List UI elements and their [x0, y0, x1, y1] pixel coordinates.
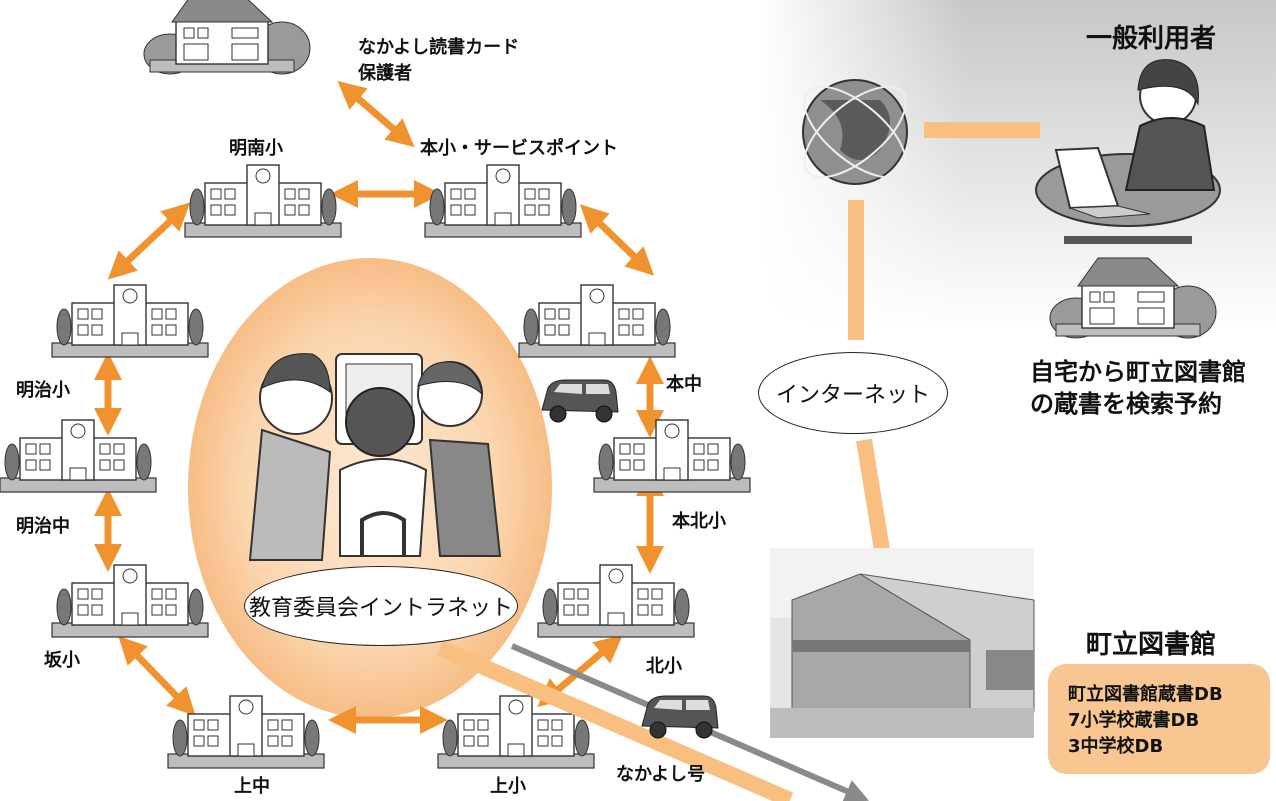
- intranet-oval: 教育委員会イントラネット: [244, 566, 518, 646]
- general-user-label: 一般利用者: [1086, 24, 1217, 54]
- school-label-meinan: 明南小: [229, 138, 283, 159]
- school-label-hon-service: 本小・サービスポイント: [420, 138, 618, 159]
- delivery-route: [436, 640, 794, 801]
- school-building-icon: [0, 419, 157, 493]
- school-building-icon: [167, 695, 325, 769]
- globe-icon: [802, 79, 908, 185]
- school-label-hon-chu: 本中: [666, 374, 702, 395]
- children-at-computer-icon: [248, 353, 502, 561]
- home-reader-label-line1: なかよし読書カード: [358, 37, 520, 58]
- school-label-saka: 坂小: [44, 650, 80, 671]
- library-db-box: [1048, 664, 1270, 774]
- school-building-icon: [424, 164, 582, 238]
- house-icon: [143, 0, 311, 75]
- home-search-line1: 自宅から町立図書館: [1030, 358, 1246, 386]
- library-photo: [770, 548, 1035, 738]
- van-icon: [641, 695, 719, 739]
- intranet-label: 教育委員会イントラネット: [248, 596, 513, 621]
- school-label-honkita: 本北小: [672, 511, 726, 532]
- school-building-icon: [593, 419, 751, 493]
- intranet-arrows: [94, 80, 664, 734]
- van-icon: [541, 379, 619, 423]
- school-building-icon: [537, 564, 695, 638]
- school-building-icon: [184, 164, 342, 238]
- library-db-line1: 町立図書館蔵書DB: [1068, 684, 1223, 705]
- library-db-line3: 3中学校DB: [1068, 736, 1164, 757]
- user-at-laptop-icon: [1035, 59, 1221, 244]
- library-db-line2: 7小学校蔵書DB: [1068, 710, 1200, 731]
- school-building-icon: [51, 564, 209, 638]
- school-label-meiji-sho: 明治小: [16, 380, 70, 401]
- school-label-meiji-chu: 明治中: [16, 516, 70, 537]
- internet-label: インターネット: [775, 383, 930, 408]
- school-building-icon: [51, 284, 209, 358]
- internet-connectors: [848, 122, 1040, 552]
- school-label-kami-chu: 上中: [234, 776, 270, 797]
- bus-label: なかよし号: [616, 764, 706, 785]
- school-label-kami-sho: 上小: [490, 776, 526, 797]
- school-label-kita: 北小: [646, 656, 682, 677]
- home-reader-label-line2: 保護者: [358, 63, 412, 84]
- library-title: 町立図書館: [1086, 630, 1217, 660]
- home-search-line2: の蔵書を検索予約: [1030, 390, 1222, 418]
- internet-oval: インターネット: [758, 352, 948, 434]
- school-building-icon: [518, 284, 676, 358]
